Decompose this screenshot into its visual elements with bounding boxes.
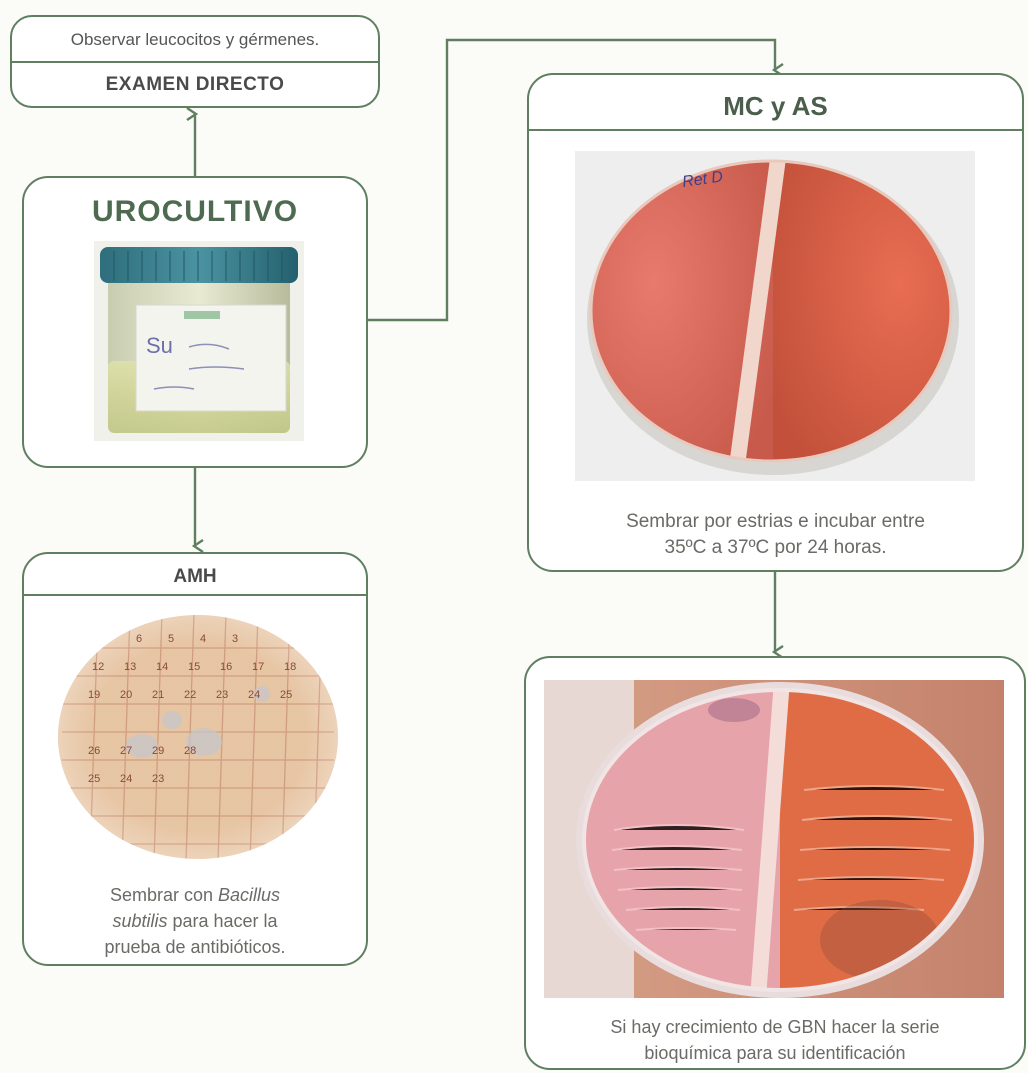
svg-text:27: 27 xyxy=(120,745,132,757)
svg-text:18: 18 xyxy=(284,661,296,673)
svg-text:21: 21 xyxy=(152,689,164,701)
svg-text:24: 24 xyxy=(120,773,132,785)
svg-text:24: 24 xyxy=(248,689,260,701)
examen-note: Observar leucocitos y gérmenes. xyxy=(12,30,378,50)
amh-caption-line1: Sembrar con Bacillus xyxy=(24,882,366,908)
svg-text:23: 23 xyxy=(216,689,228,701)
svg-text:3: 3 xyxy=(232,633,238,645)
svg-text:26: 26 xyxy=(88,745,100,757)
svg-text:23: 23 xyxy=(152,773,164,785)
urine-container-photo: Su xyxy=(94,241,304,441)
svg-text:20: 20 xyxy=(120,689,132,701)
urocultivo-title: UROCULTIVO xyxy=(24,195,366,229)
svg-text:28: 28 xyxy=(184,745,196,757)
svg-text:22: 22 xyxy=(184,689,196,701)
bacillus-text: Bacillus xyxy=(218,885,280,905)
svg-text:25: 25 xyxy=(280,689,292,701)
svg-text:16: 16 xyxy=(220,661,232,673)
amh-caption-line3: prueba de antibióticos. xyxy=(24,934,366,960)
svg-text:15: 15 xyxy=(188,661,200,673)
svg-text:19: 19 xyxy=(88,689,100,701)
mcas-caption-line2: 35ºC a 37ºC por 24 horas. xyxy=(529,535,1022,561)
mcas-title: MC y AS xyxy=(529,91,1022,122)
svg-text:13: 13 xyxy=(124,661,136,673)
svg-text:4: 4 xyxy=(200,633,206,645)
examen-title: EXAMEN DIRECTO xyxy=(12,74,378,96)
svg-text:17: 17 xyxy=(252,661,264,673)
growth-box: Si hay crecimiento de GBN hacer la serie… xyxy=(524,656,1026,1070)
amh-box: AMH 6 5 4 3 xyxy=(22,552,368,966)
amh-title: AMH xyxy=(24,566,366,588)
amh-caption-line2: subtilis para hacer la xyxy=(24,908,366,934)
growth-caption-line2: bioquímica para su identificación xyxy=(526,1040,1024,1066)
growth-caption-line1: Si hay crecimiento de GBN hacer la serie xyxy=(526,1014,1024,1040)
svg-text:12: 12 xyxy=(92,661,104,673)
petri-dish-photo-growth xyxy=(544,680,1004,998)
svg-text:Su: Su xyxy=(146,333,173,358)
svg-text:29: 29 xyxy=(152,745,164,757)
examen-directo-box: Observar leucocitos y gérmenes. EXAMEN D… xyxy=(10,15,380,108)
petri-dish-photo-mcas: Ret D xyxy=(575,151,975,481)
svg-text:6: 6 xyxy=(136,633,142,645)
subtilis-text: subtilis xyxy=(112,911,167,931)
urocultivo-box: UROCULTIVO Su xyxy=(22,176,368,468)
svg-text:25: 25 xyxy=(88,773,100,785)
mcas-caption-line1: Sembrar por estrias e incubar entre xyxy=(529,509,1022,535)
mcas-box: MC y AS Ret D Sembrar por estrias e incu… xyxy=(527,73,1024,572)
svg-text:14: 14 xyxy=(156,661,168,673)
agar-grid-photo-amh: 6 5 4 3 12 13 14 15 16 17 18 19 20 21 22… xyxy=(52,612,344,862)
svg-text:5: 5 xyxy=(168,633,174,645)
